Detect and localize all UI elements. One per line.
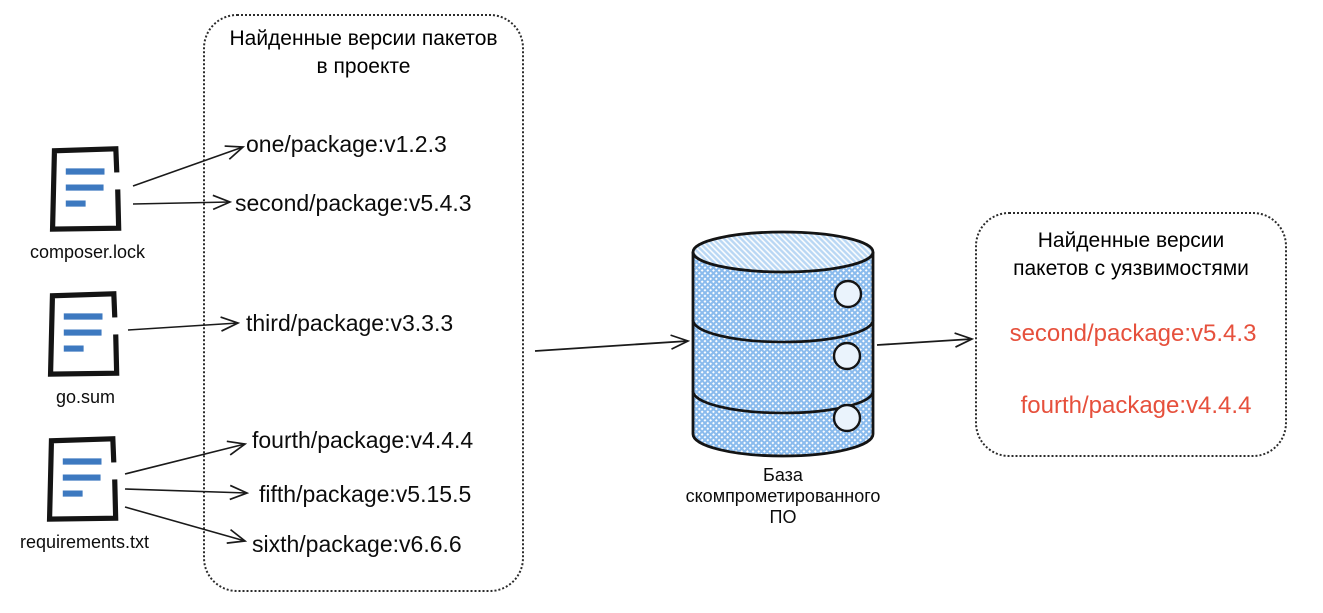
file-label: composer.lock (29, 242, 146, 262)
database-label-line2: скомпрометированного (685, 486, 881, 506)
document-icon (49, 146, 122, 232)
file-composer-lock: composer.lock (30, 142, 145, 262)
file-requirements-txt: requirements.txt (20, 432, 149, 552)
database-label-line1: База (763, 465, 803, 485)
document-icon (46, 436, 119, 522)
package-item-one: one/package:v1.2.3 (246, 131, 447, 157)
vulnerable-packages-title-line1: Найденные версии (1037, 229, 1225, 252)
vulnerable-packages-title-line2: пакетов с уязвимостями (1013, 257, 1249, 280)
package-item-fourth: fourth/package:v4.4.4 (252, 427, 474, 453)
package-item-fifth: fifth/package:v5.15.5 (259, 481, 472, 507)
vulnerable-package-item-fourth: fourth/package:v4.4.4 (1020, 392, 1252, 419)
arrow-leftbox-to-database (534, 341, 688, 352)
package-item-sixth: sixth/package:v6.6.6 (252, 531, 462, 557)
found-packages-title-line1: Найденные версии пакетов (229, 27, 498, 50)
file-label: go.sum (55, 387, 116, 407)
found-packages-title: Найденные версии пакетов в проекте (205, 16, 522, 81)
vulnerable-packages-title: Найденные версии пакетов с уязвимостями (977, 214, 1285, 283)
vulnerable-package-item-second: second/package:v5.4.3 (1009, 320, 1257, 347)
package-item-third: third/package:v3.3.3 (246, 310, 454, 336)
database-cylinder-icon (691, 230, 875, 458)
database-label-line3: ПО (769, 507, 797, 527)
file-label: requirements.txt (19, 532, 150, 552)
database-label: База скомпрометированного ПО (686, 465, 881, 528)
arrow-database-to-rightbox (876, 339, 972, 345)
file-go-sum: go.sum (43, 287, 128, 407)
found-packages-box: Найденные версии пакетов в проекте (203, 14, 524, 592)
package-item-second: second/package:v5.4.3 (235, 190, 472, 216)
database: База скомпрометированного ПО (686, 228, 881, 528)
document-icon (47, 291, 120, 377)
vulnerable-packages-box: Найденные версии пакетов с уязвимостями (975, 212, 1287, 457)
found-packages-title-line2: в проекте (316, 55, 411, 78)
